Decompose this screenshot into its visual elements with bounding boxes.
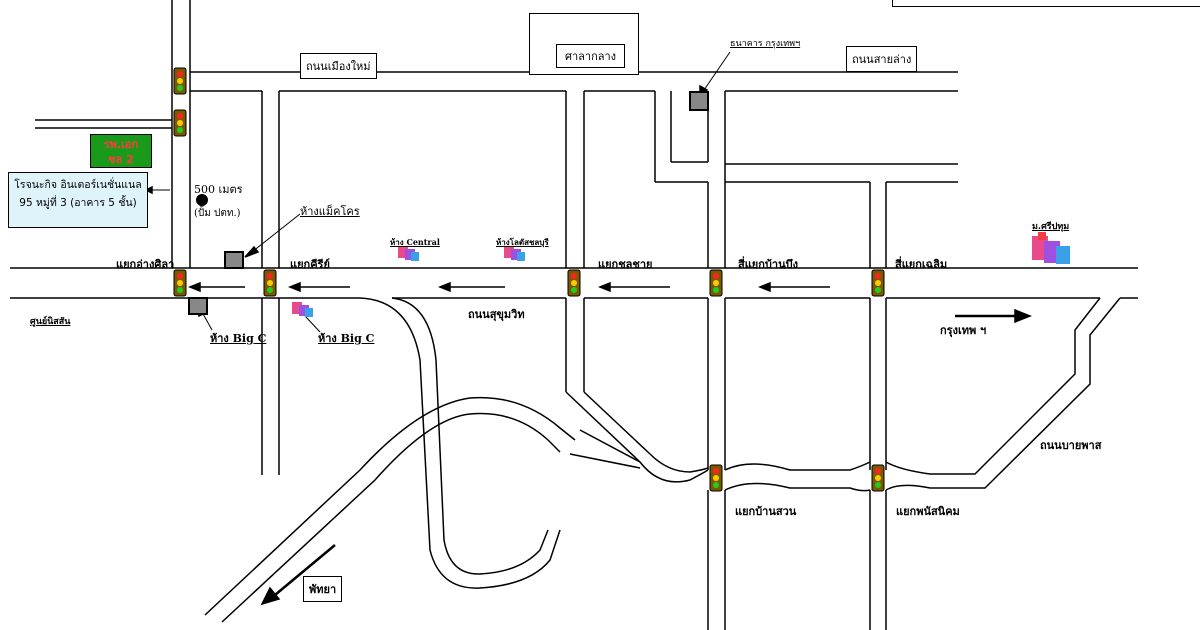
nissan-label: ศูนย์นิสสัน: [30, 317, 71, 327]
direction-pattaya: พัทยา: [303, 576, 343, 602]
company-line2: 95 หมู่ที่ 3 (อาคาร 5 ชั้น): [19, 197, 137, 209]
central-label: ห้าง Central: [390, 237, 440, 247]
junction-kiri: แยกคีรีย์: [290, 258, 330, 271]
distance-sublabel: (ปั้ม ปตท.): [194, 208, 241, 219]
university-label: ม.ศรีปทุม: [1032, 222, 1070, 232]
traffic-lights: [173, 67, 885, 492]
makro-label: ห้างแม็คโคร: [300, 205, 360, 218]
building-icons: [292, 14, 1070, 317]
bank-label: ธนาคาร กรุงเทพฯ: [730, 39, 801, 49]
big-c-marker: [188, 297, 208, 315]
distance-marker: [196, 194, 208, 206]
junction-phanat: แยกพนัสนิคม: [896, 505, 960, 518]
direction-bangkok: กรุงเทพ ฯ: [940, 324, 987, 337]
road-label-sukhumvit: ถนนสุขุมวิท: [468, 308, 525, 321]
hospital-line2: ชล 2: [108, 153, 134, 166]
company-box: โรจนะกิจ อินเตอร์เนชั่นแนล 95 หมู่ที่ 3 …: [8, 172, 148, 228]
junction-chaloem: สี่แยกเฉลิม: [895, 258, 948, 271]
junction-chonchai: แยกชลชาย: [598, 258, 653, 271]
market-label: ศาลากลาง: [556, 44, 626, 68]
hospital-line1: รพ.เอก: [103, 138, 139, 151]
road-label-sai-lang: ถนนสายล่าง: [846, 46, 918, 72]
big-c-label-2: ห้าง Big C: [318, 332, 375, 345]
big-c-label-1: ห้าง Big C: [210, 332, 267, 345]
makro-marker: [224, 251, 244, 269]
distance-label: 500 เมตร: [194, 183, 243, 196]
junction-ban-suan: แยกบ้านสวน: [735, 505, 797, 518]
hospital-badge: รพ.เอก ชล 2: [90, 134, 152, 168]
junction-ang-sila: แยกอ่างศิลา: [116, 258, 175, 271]
top-right-box: [892, 0, 1200, 7]
road-label-muang-mai: ถนนเมืองใหม่: [300, 53, 377, 79]
lotus-label: ห้างโลตัสชลบุรี: [496, 237, 549, 247]
road-label-bypass: ถนนบายพาส: [1040, 439, 1102, 452]
company-line1: โรจนะกิจ อินเตอร์เนชั่นแนล: [14, 179, 142, 191]
junction-ban-bueng: สี่แยกบ้านบึง: [738, 258, 798, 271]
bank-marker: [689, 91, 709, 111]
